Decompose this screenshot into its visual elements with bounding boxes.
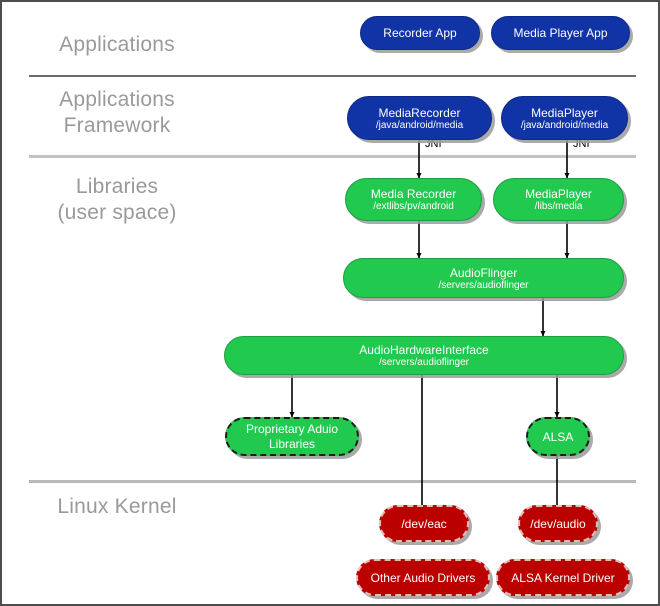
node-title: MediaPlayer xyxy=(531,105,598,120)
layer-label-linux-kernel: Linux Kernel xyxy=(57,495,177,518)
node-proprietary-audio-libraries[interactable]: Proprietary Aduio Libraries xyxy=(225,417,359,456)
node-dev-eac[interactable]: /dev/eac xyxy=(379,505,469,542)
node-title: AudioFlinger xyxy=(449,265,518,280)
node-path: /servers/audioflinger xyxy=(438,279,529,291)
node-title: /dev/audio xyxy=(530,516,586,531)
node-path: /libs/media xyxy=(534,201,583,212)
node-title: Proprietary Aduio Libraries xyxy=(245,421,339,451)
node-audio-hardware-interface[interactable]: AudioHardwareInterface /servers/audiofli… xyxy=(224,336,624,375)
node-path: /extlibs/pv/android xyxy=(373,201,454,212)
node-path: /java/android/media xyxy=(520,119,609,131)
node-media-player-framework[interactable]: MediaPlayer /java/android/media xyxy=(501,96,628,140)
node-alsa[interactable]: ALSA xyxy=(526,417,590,456)
layer-label-applications: Applications xyxy=(59,33,175,56)
node-media-player-app[interactable]: Media Player App xyxy=(491,16,630,50)
layer-label-applications-framework: Applications Framework xyxy=(59,88,175,137)
divider-libraries xyxy=(29,480,636,483)
node-audio-flinger[interactable]: AudioFlinger /servers/audioflinger xyxy=(343,258,624,298)
node-media-player-lib[interactable]: MediaPlayer /libs/media xyxy=(493,178,624,221)
node-title: ALSA xyxy=(542,429,574,444)
node-alsa-kernel-driver[interactable]: ALSA Kernel Driver xyxy=(496,559,630,596)
node-title: Recorder App xyxy=(383,26,457,40)
node-path: /servers/audioflinger xyxy=(378,357,470,368)
node-title: ALSA Kernel Driver xyxy=(511,570,615,585)
node-recorder-app[interactable]: Recorder App xyxy=(360,16,480,50)
node-title: Media Player App xyxy=(513,26,608,40)
node-title: MediaPlayer xyxy=(525,187,592,201)
layer-label-libraries: Libraries (user space) xyxy=(57,175,177,224)
node-title: Other Audio Drivers xyxy=(370,570,476,585)
node-media-recorder-lib[interactable]: Media Recorder /extlibs/pv/android xyxy=(345,178,482,221)
node-title: Media Recorder xyxy=(370,187,457,201)
node-path: /java/android/media xyxy=(375,119,464,131)
node-title: /dev/eac xyxy=(401,516,447,531)
divider-applications-framework xyxy=(29,155,636,158)
node-media-recorder-framework[interactable]: MediaRecorder /java/android/media xyxy=(347,96,492,140)
edge-label-jni-player: JNI xyxy=(573,138,590,150)
node-other-audio-drivers[interactable]: Other Audio Drivers xyxy=(356,559,490,596)
edge-label-jni-recorder: JNI xyxy=(425,138,442,150)
node-title: AudioHardwareInterface xyxy=(359,343,489,357)
node-title: MediaRecorder xyxy=(378,105,461,120)
divider-applications xyxy=(29,75,636,77)
node-dev-audio[interactable]: /dev/audio xyxy=(518,505,598,542)
